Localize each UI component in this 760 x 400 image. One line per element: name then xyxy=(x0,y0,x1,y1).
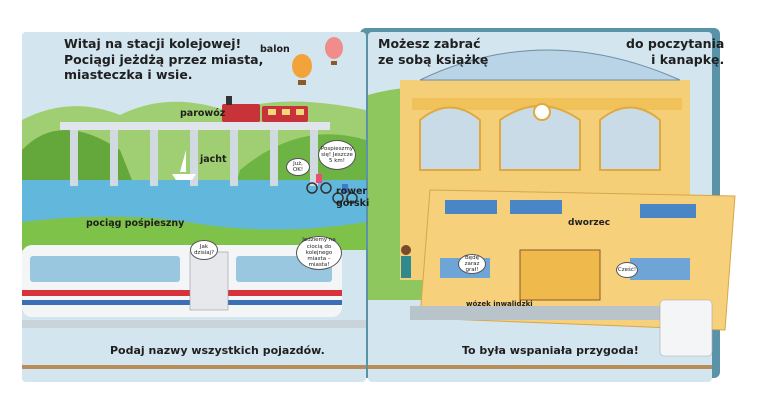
right-bottom-text: To była wspaniała przygoda! xyxy=(462,344,639,357)
cyclists xyxy=(306,174,358,204)
platform xyxy=(410,306,710,320)
rail-bottom-right xyxy=(368,365,712,369)
rail-bottom-left xyxy=(22,365,366,369)
left-intro-line-2: Pociągi jeżdżą przez miasta, xyxy=(64,51,264,67)
right-intro-right-line-1: do poczytania xyxy=(626,36,725,51)
left-bottom-text: Podaj nazwy wszystkich pojazdów. xyxy=(110,344,325,357)
right-intro-left-line-1: Możesz zabrać xyxy=(378,36,481,51)
right-intro-left-line-2: ze sobą książkę xyxy=(378,51,489,67)
balloon-orange xyxy=(292,54,312,85)
right-intro-right-line-2: i kanapkę. xyxy=(651,51,725,67)
bubble-passenger: Jak dzisiaj? xyxy=(190,240,218,260)
bubble-porter: Cześć! xyxy=(616,262,638,278)
bubble-wheelchair: Będę zaraz grał! xyxy=(458,254,486,274)
right-train xyxy=(659,299,713,357)
left-intro: Witaj na stacji kolejowej! Pociągi jeżdż… xyxy=(64,36,263,83)
bubble-cyclist-reply: Już, OK! xyxy=(286,158,310,176)
label-mountain-bike: rower górski xyxy=(336,186,370,209)
yacht xyxy=(172,150,196,180)
label-express-train: pociąg pośpieszny xyxy=(86,218,185,229)
station-sign: dworzec xyxy=(568,218,611,228)
left-intro-line-1: Witaj na stacji kolejowej! xyxy=(64,36,242,51)
left-intro-line-3: miasteczka i wsie. xyxy=(64,67,193,83)
station-clock xyxy=(533,103,551,121)
track-left xyxy=(22,320,366,328)
label-balloon: balon xyxy=(260,44,290,55)
station-popup-front xyxy=(419,189,736,331)
balloon-pink xyxy=(325,37,343,65)
traveller xyxy=(401,245,411,278)
right-intro-right: do poczytania i kanapkę. xyxy=(626,36,724,67)
lake-shore xyxy=(22,216,366,250)
right-intro-left: Możesz zabrać ze sobą książkę xyxy=(378,36,488,67)
express-train xyxy=(22,245,342,317)
platform-label: wózek inwalidzki xyxy=(466,300,533,308)
label-steam-train: parowóz xyxy=(180,108,226,119)
bubble-passenger-2: Jedziemy na ciocią do kolejnego miasta –… xyxy=(296,236,342,270)
viaduct xyxy=(60,122,330,186)
label-yacht: jacht xyxy=(200,154,227,165)
steam-train xyxy=(222,96,308,122)
bubble-cyclist: Pospieszmy się! Jeszcze 5 km! xyxy=(318,140,356,170)
